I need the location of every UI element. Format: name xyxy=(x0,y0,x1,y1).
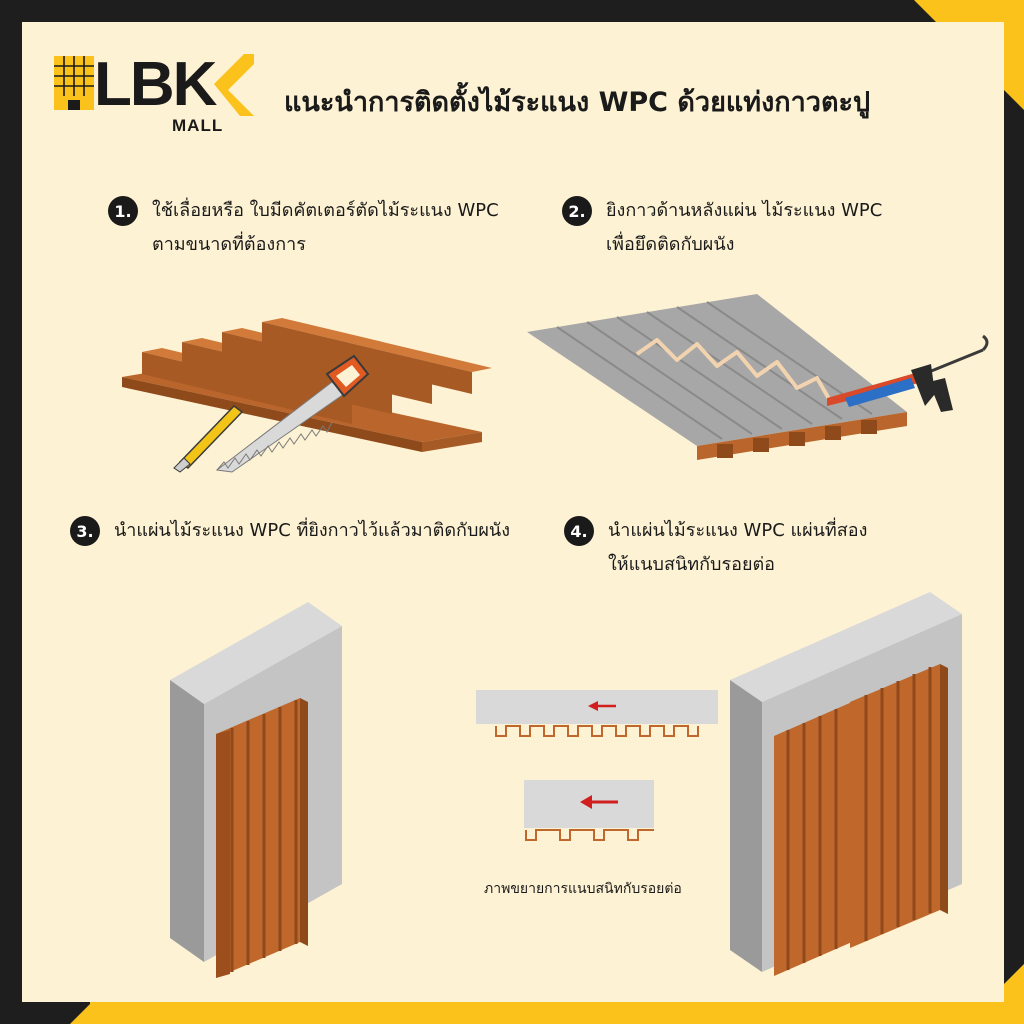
step-text-line: ตามขนาดที่ต้องการ xyxy=(152,234,306,255)
step-2-illustration xyxy=(527,294,989,460)
step-text-line: นำแผ่นไม้ระแนง WPC แผ่นที่สอง xyxy=(608,520,868,541)
page-title: แนะนำการติดตั้งไม้ระแนง WPC ด้วยแท่งกาวต… xyxy=(284,87,871,118)
step-number: 1. xyxy=(108,196,138,226)
step-number: 2. xyxy=(562,196,592,226)
bottom-accent-bar xyxy=(90,1002,1024,1024)
arrow-left-icon xyxy=(588,701,616,711)
logo-k-accent xyxy=(214,54,254,116)
saw-icon xyxy=(215,354,370,473)
infographic-panel: LBK MALL แนะนำการติดตั้งไม้ระแนง WPC ด้ว… xyxy=(22,22,1004,1002)
step-1: 1. ใช้เลื่อยหรือ ใบมีดคัตเตอร์ตัดไม้ระแน… xyxy=(108,194,499,262)
step-3: 3. นำแผ่นไม้ระแนง WPC ที่ยิงกาวไว้แล้วมา… xyxy=(70,514,510,548)
logo-text: LBK xyxy=(94,50,217,119)
step-4-illustration xyxy=(730,592,962,976)
step-number: 4. xyxy=(564,516,594,546)
logo-subtext: MALL xyxy=(172,116,224,135)
joint-zoom-diagram xyxy=(476,690,718,841)
caulking-gun-icon xyxy=(827,334,989,412)
step-text-line: ยิงกาวด้านหลังแผ่น ไม้ระแนง WPC xyxy=(606,200,883,221)
logo-mark-icon xyxy=(54,56,94,110)
step-text-line: เพื่อยึดติดกับผนัง xyxy=(606,234,735,255)
bottom-accent-cut xyxy=(70,1002,92,1024)
step-2: 2. ยิงกาวด้านหลังแผ่น ไม้ระแนง WPC เพื่อ… xyxy=(562,194,882,262)
arrow-left-icon xyxy=(580,795,618,809)
step-text-line: ให้แนบสนิทกับรอยต่อ xyxy=(608,554,775,575)
zoom-caption: ภาพขยายการแนบสนิทกับรอยต่อ xyxy=(484,881,682,897)
cutter-knife-icon xyxy=(173,405,244,473)
step-number: 3. xyxy=(70,516,100,546)
step-3-illustration xyxy=(170,602,342,978)
step-text-line: ใช้เลื่อยหรือ ใบมีดคัตเตอร์ตัดไม้ระแนง W… xyxy=(152,200,499,221)
step-text-line: นำแผ่นไม้ระแนง WPC ที่ยิงกาวไว้แล้วมาติด… xyxy=(114,520,511,541)
step-4: 4. นำแผ่นไม้ระแนง WPC แผ่นที่สอง ให้แนบส… xyxy=(564,514,867,582)
brand-logo: LBK MALL xyxy=(54,50,254,142)
step-1-illustration xyxy=(122,318,492,473)
